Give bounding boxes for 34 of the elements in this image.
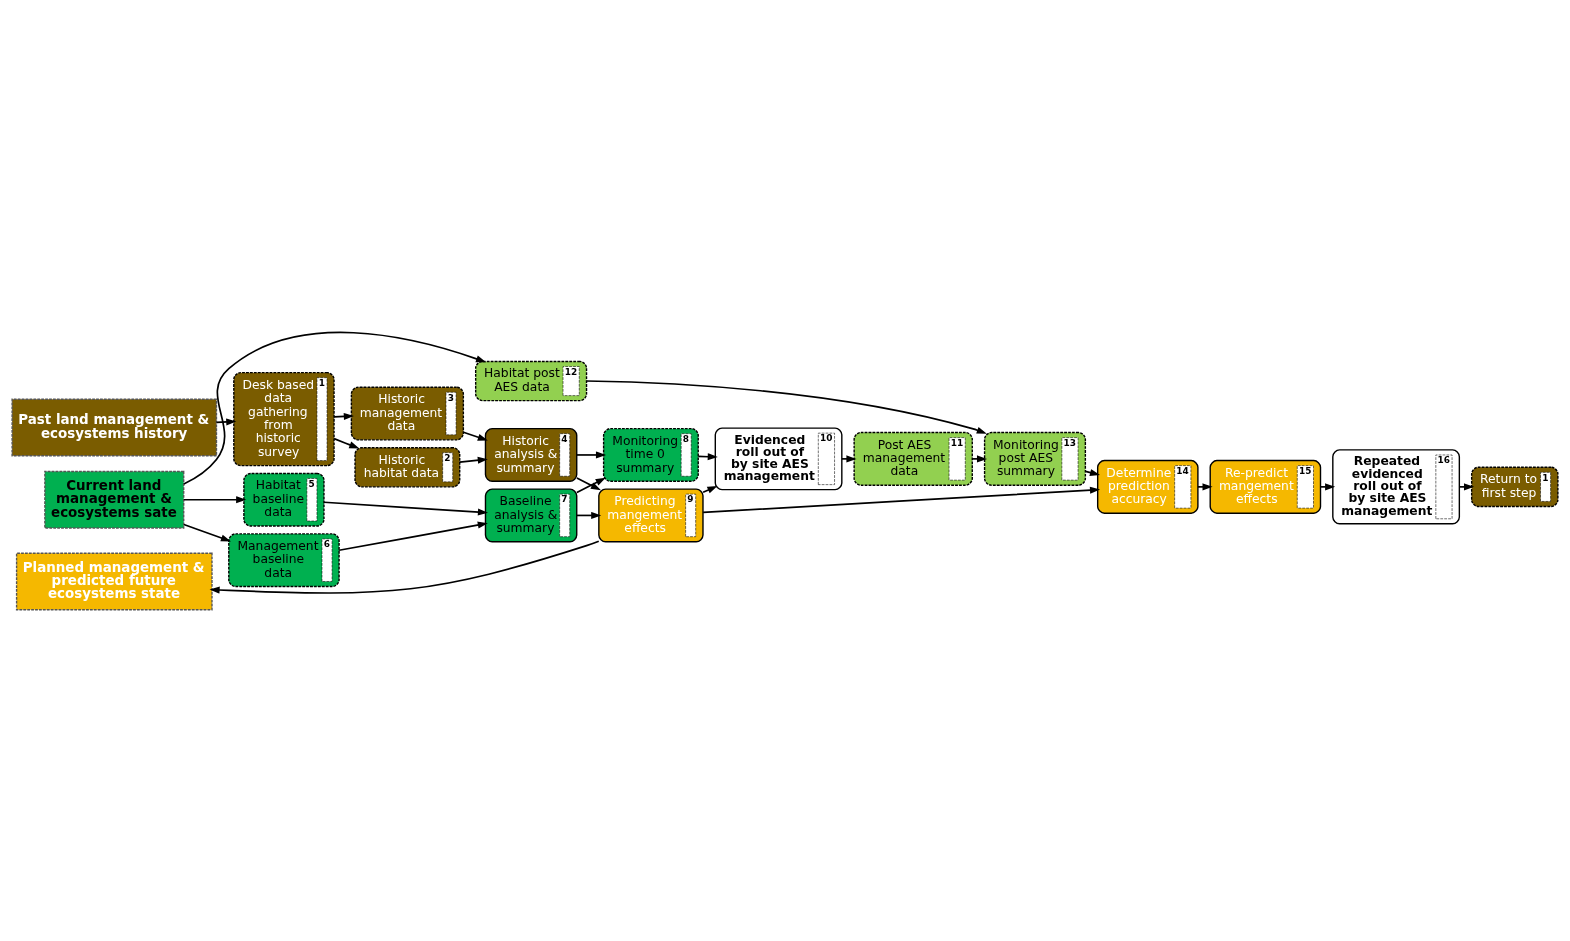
arrow [183,523,232,541]
node-box: Determine prediction accuracy 14 [1097,459,1199,514]
node-box: Predicting mangement effects 9 [598,487,704,542]
node-box: Monitoring post AES summary 13 [983,431,1087,486]
node-box: Historic management data 3 [350,386,465,441]
arrow [1197,482,1213,490]
arrow [576,450,607,458]
node-box: Historic analysis & summary 4 [484,427,578,482]
node-box: Historic habitat data 2 [354,446,461,488]
arrow [183,495,247,503]
node-box: Baseline analysis & summary 7 [484,487,578,542]
arrow [1458,482,1475,490]
arrow [323,500,489,516]
node-box: Repeated evidenced roll out of by site AES management 16 [1332,448,1461,525]
arrow [702,485,718,493]
arrow [333,437,360,449]
node-box: Evidenced roll out of by site AES management 10 [714,426,843,490]
node-box: Monitoring time 0 summary 8 [602,427,699,482]
node-box: Habitat baseline data 5 [243,472,325,527]
node-box: Return to first step 1 [1470,466,1559,507]
node-box: Post AES management data 11 [853,431,973,486]
arrow [702,486,1101,513]
node-box: Habitat post AES data 12 [475,360,588,401]
arrow [462,430,488,441]
arrow [338,521,488,551]
arrow [458,456,488,464]
node-box: Planned management & predicted future ecosystems state [15,552,213,610]
node-box: Re-predict mangement effects 15 [1209,459,1322,514]
arrow [585,379,987,434]
node-box: Management baseline data 6 [228,532,340,587]
node-box: Desk based data gathering from historic survey 1 [233,371,335,466]
node-box: Current land management & ecosystems sate [44,470,185,529]
arrow [971,454,988,462]
node-box: Past land management & ecosystems history [11,398,218,456]
